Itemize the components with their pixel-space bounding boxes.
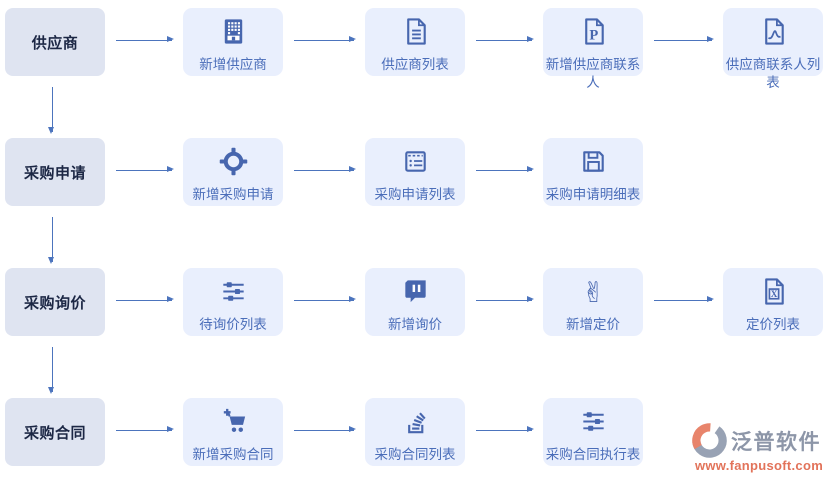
flow-arrow-down: [48, 347, 55, 394]
stage-box: 采购申请: [5, 138, 105, 206]
step-label: 新增采购合同: [192, 447, 274, 462]
flow-arrow-right: [654, 296, 714, 303]
flow-arrow-right: [476, 166, 534, 173]
step-box: 采购申请明细表: [543, 138, 643, 206]
document-p-icon: [578, 16, 609, 52]
step-label: 采购合同执行表: [545, 447, 641, 462]
step-label: 新增采购申请: [192, 187, 274, 202]
sliders-icon: [578, 406, 609, 442]
chat-bubble-icon: [400, 276, 431, 312]
flow-arrow-right: [294, 296, 356, 303]
stack-icon: [400, 406, 431, 442]
brand-name: 泛普软件: [731, 430, 821, 454]
flow-arrow-down: [48, 217, 55, 264]
step-label: 采购申请列表: [374, 187, 456, 202]
step-box: 新增采购申请: [183, 138, 283, 206]
flow-arrow-right: [294, 426, 356, 433]
memo-icon: [400, 146, 431, 182]
excel-file-icon: [758, 276, 789, 312]
step-label: 定价列表: [746, 317, 800, 332]
cart-plus-icon: [218, 406, 249, 442]
brand: 泛普软件 www.fanpusoft.com: [691, 422, 827, 473]
target-icon: [218, 146, 249, 182]
flow-arrow-right: [476, 296, 534, 303]
step-box: 新增定价: [543, 268, 643, 336]
victory-hand-icon: [578, 276, 609, 312]
brand-row: 泛普软件: [691, 422, 827, 459]
step-label: 供应商列表: [381, 57, 449, 72]
step-box: 新增采购合同: [183, 398, 283, 466]
stage-box: 采购询价: [5, 268, 105, 336]
step-box: 采购申请列表: [365, 138, 465, 206]
flow-arrow-right: [294, 36, 356, 43]
step-box: 采购合同列表: [365, 398, 465, 466]
flow-arrow-right: [116, 426, 174, 433]
sliders-icon: [218, 276, 249, 312]
save-icon: [578, 146, 609, 182]
flow-arrow-right: [476, 36, 534, 43]
stage-box: 供应商: [5, 8, 105, 76]
step-label: 采购申请明细表: [545, 187, 641, 202]
flow-arrow-right: [116, 166, 174, 173]
step-box: 新增供应商: [183, 8, 283, 76]
step-box: 新增供应商联系人: [543, 8, 643, 90]
step-box: 待询价列表: [183, 268, 283, 336]
fanpu-logo-icon: [692, 423, 727, 458]
building-icon: [218, 16, 249, 52]
step-label: 新增供应商: [199, 57, 267, 72]
flow-arrow-down: [48, 87, 55, 134]
step-box: 采购合同执行表: [543, 398, 643, 466]
step-box: 定价列表: [723, 268, 823, 336]
flow-arrow-right: [116, 36, 174, 43]
flow-arrow-right: [294, 166, 356, 173]
step-box: 供应商列表: [365, 8, 465, 76]
step-label: 采购合同列表: [374, 447, 456, 462]
step-box: 新增询价: [365, 268, 465, 336]
document-list-icon: [400, 16, 431, 52]
step-box: 供应商联系人列表: [723, 8, 823, 90]
step-label: 新增供应商联系人: [545, 57, 641, 90]
step-label: 新增定价: [566, 317, 620, 332]
step-label: 供应商联系人列表: [725, 57, 821, 90]
brand-url: www.fanpusoft.com: [694, 458, 824, 473]
step-label: 待询价列表: [199, 317, 267, 332]
step-label: 新增询价: [388, 317, 442, 332]
flow-arrow-right: [654, 36, 714, 43]
flow-arrow-right: [476, 426, 534, 433]
file-pdf-icon: [758, 16, 789, 52]
stage-box: 采购合同: [5, 398, 105, 466]
flow-arrow-right: [116, 296, 174, 303]
